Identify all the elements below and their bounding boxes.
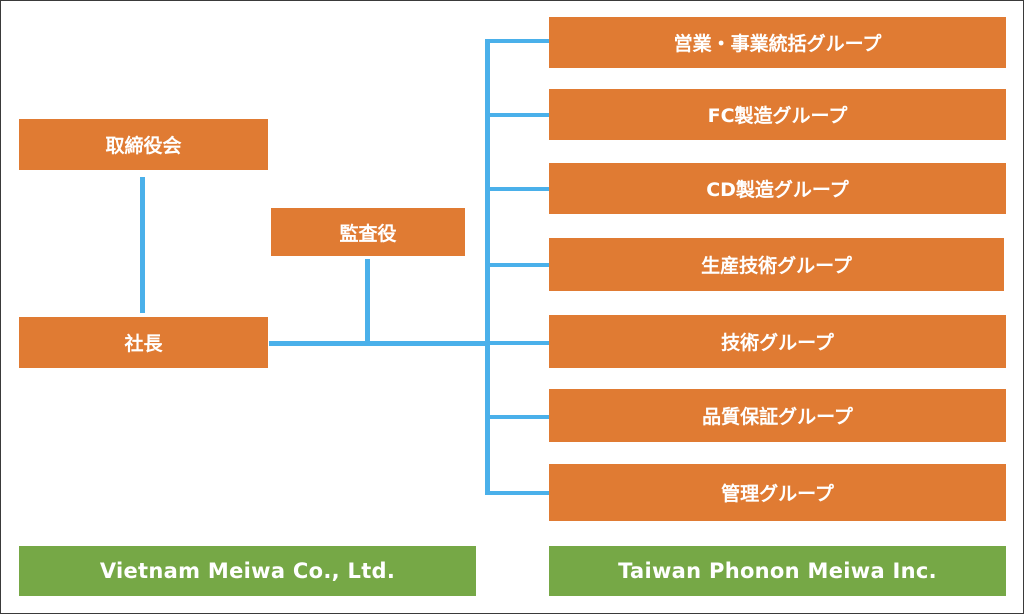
president-trunk-connector [269, 341, 490, 346]
board-box: 取締役会 [19, 119, 268, 170]
branch-connector-3 [485, 187, 549, 191]
branch-connector-4 [485, 263, 549, 267]
group-box-fc-manufacturing: FC製造グループ [549, 89, 1006, 140]
branch-connector-1 [485, 39, 549, 43]
branch-connector-5 [485, 341, 549, 345]
president-box: 社長 [19, 317, 268, 368]
groups-vertical-connector [485, 39, 490, 495]
branch-connector-7 [485, 491, 549, 495]
branch-connector-2 [485, 113, 549, 117]
group-box-production-engineering: 生産技術グループ [549, 238, 1004, 291]
auditor-connector [365, 259, 370, 341]
company-label-taiwan: Taiwan Phonon Meiwa Inc. [549, 546, 1006, 596]
board-president-connector [140, 177, 145, 313]
branch-connector-6 [485, 415, 549, 419]
group-box-sales: 営業・事業統括グループ [549, 17, 1006, 68]
group-box-cd-manufacturing: CD製造グループ [549, 163, 1006, 214]
company-label-vietnam: Vietnam Meiwa Co., Ltd. [19, 546, 476, 596]
group-box-administration: 管理グループ [549, 464, 1006, 521]
group-box-quality-assurance: 品質保証グループ [549, 389, 1006, 442]
auditor-box: 監査役 [271, 208, 465, 256]
group-box-technology: 技術グループ [549, 315, 1006, 368]
